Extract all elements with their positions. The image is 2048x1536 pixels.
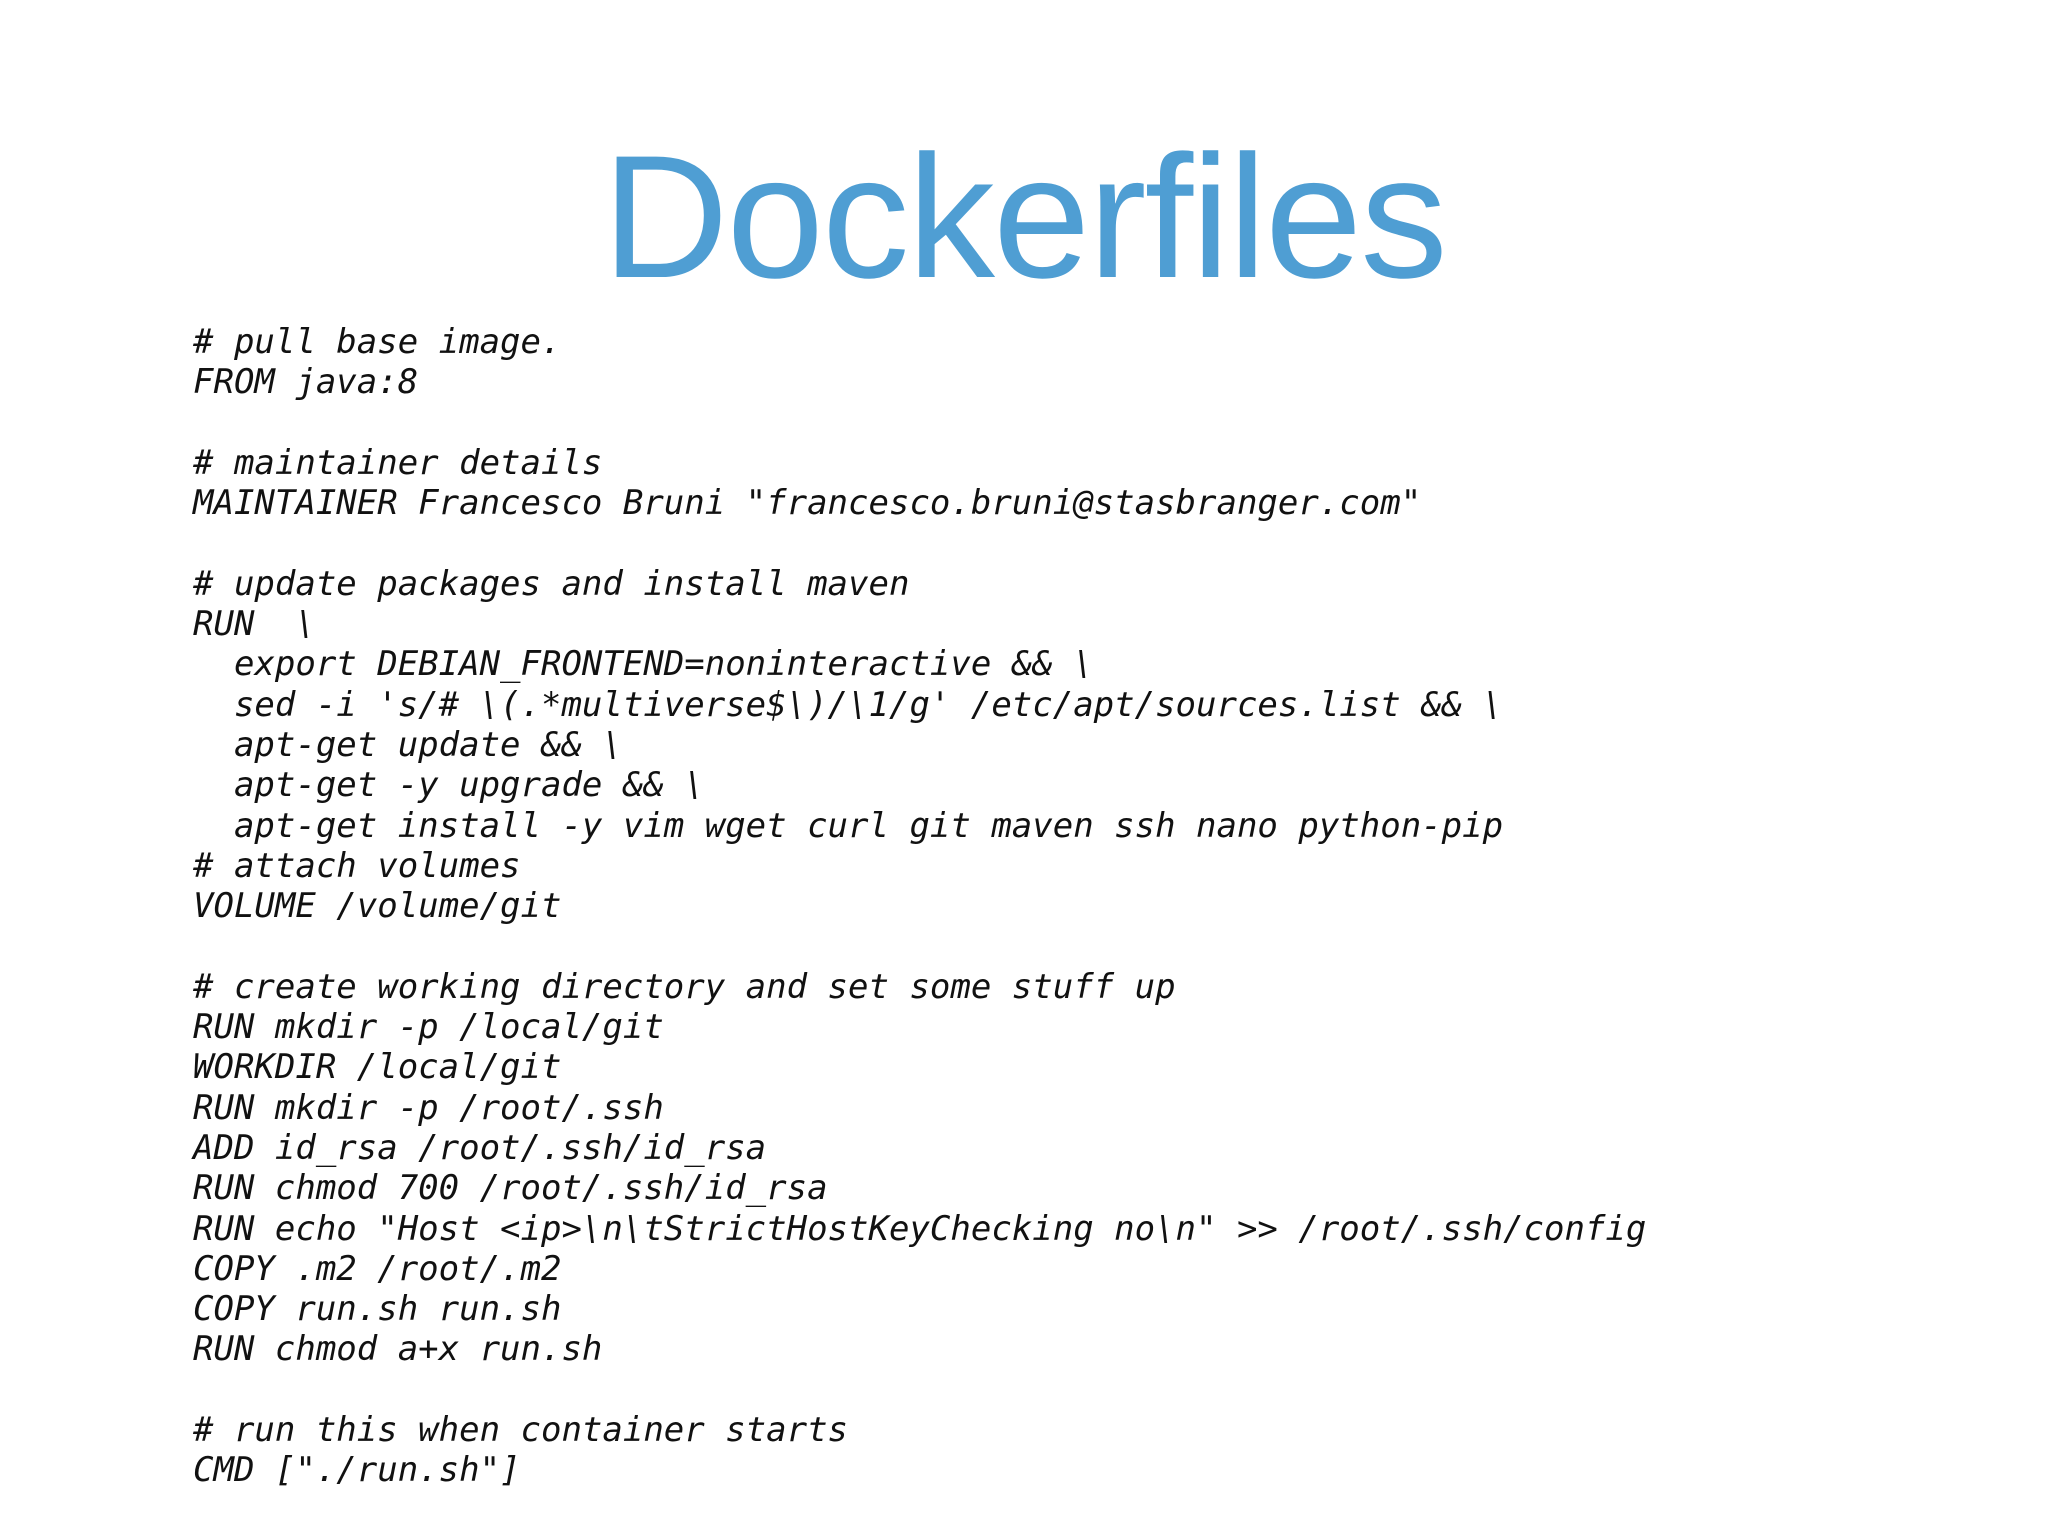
code-line: ADD id_rsa /root/.ssh/id_rsa (193, 1127, 767, 1168)
dockerfile-code-block: # pull base image. FROM java:8 # maintai… (193, 322, 1993, 1491)
code-line: # maintainer details (193, 442, 603, 483)
code-line: CMD ["./run.sh"] (193, 1450, 521, 1491)
code-line: WORKDIR /local/git (193, 1047, 562, 1088)
code-line: COPY run.sh run.sh (193, 1289, 562, 1330)
code-line (193, 403, 1993, 443)
code-line: RUN chmod 700 /root/.ssh/id_rsa (193, 1168, 828, 1209)
code-line: COPY .m2 /root/.m2 (193, 1248, 562, 1289)
code-line (193, 523, 1993, 563)
code-line (193, 1370, 1993, 1410)
slide-title: Dockerfiles (602, 120, 1448, 315)
code-line: RUN mkdir -p /root/.ssh (193, 1087, 664, 1128)
code-line: apt-get update && \ (193, 724, 623, 765)
code-line: export DEBIAN_FRONTEND=noninteractive &&… (193, 644, 1094, 685)
code-line: # update packages and install maven (193, 563, 910, 604)
code-line: apt-get install -y vim wget curl git mav… (193, 805, 1504, 846)
code-line: sed -i 's/# \(.*multiverse$\)/\1/g' /etc… (193, 684, 1504, 725)
code-line: MAINTAINER Francesco Bruni "francesco.br… (193, 483, 1422, 524)
code-line: # pull base image. (193, 322, 562, 362)
code-line: apt-get -y upgrade && \ (193, 765, 705, 806)
code-line: # run this when container starts (193, 1410, 849, 1451)
code-line: FROM java:8 (193, 362, 419, 403)
code-line: VOLUME /volume/git (193, 886, 562, 927)
code-line: RUN echo "Host <ip>\n\tStrictHostKeyChec… (193, 1208, 1647, 1249)
code-line: # attach volumes (193, 845, 521, 886)
code-line: # create working directory and set some … (193, 966, 1176, 1007)
code-line: RUN mkdir -p /local/git (193, 1007, 664, 1048)
code-line: RUN \ (193, 604, 316, 645)
code-line: RUN chmod a+x run.sh (193, 1329, 603, 1370)
code-line (193, 926, 1993, 966)
